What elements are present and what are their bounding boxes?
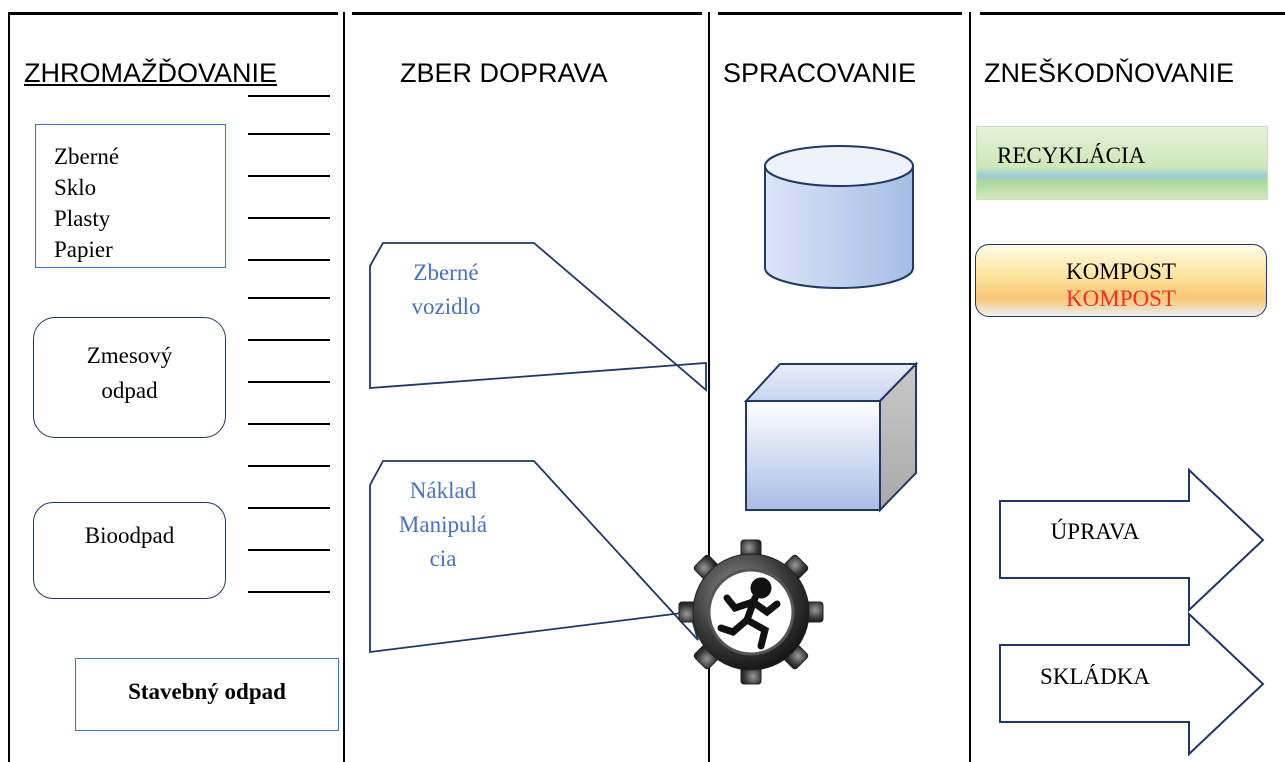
header-disposal: ZNEŠKODŇOVANIE xyxy=(984,58,1235,88)
cost-callout-text: Náklad Manipulá cia xyxy=(378,474,508,576)
treatment-arrow-shape xyxy=(999,467,1265,613)
top-rule-2 xyxy=(352,12,702,15)
top-rule-3 xyxy=(718,12,962,15)
cylinder-icon xyxy=(764,145,914,289)
column-divider-3 xyxy=(969,12,971,762)
construction-waste-label: Stavebný odpad xyxy=(128,679,286,704)
biowaste-box: Bioodpad xyxy=(33,502,226,599)
vehicle-line-2: vozidlo xyxy=(411,294,481,319)
cube-icon xyxy=(743,361,919,513)
cost-line-2: Manipulá xyxy=(398,512,488,537)
note-line xyxy=(248,549,330,551)
header-processing: SPRACOVANIE xyxy=(723,58,917,88)
landfill-label: SKLÁDKA xyxy=(1040,664,1150,689)
note-line xyxy=(248,507,330,509)
note-line xyxy=(248,381,330,383)
recyclables-box: Zberné Sklo Plasty Papier xyxy=(35,124,226,268)
vehicle-line-1: Zberné xyxy=(413,260,479,285)
construction-waste-box: Stavebný odpad xyxy=(75,658,339,731)
compost-label-shadow: KOMPOST xyxy=(1066,286,1176,311)
note-line xyxy=(248,297,330,299)
vehicle-callout-shape xyxy=(369,242,707,392)
recyclables-line-1: Zberné xyxy=(54,144,120,169)
landfill-arrow-shape xyxy=(999,611,1265,757)
column-divider-left xyxy=(8,12,10,762)
mixed-waste-box: Zmesový odpad xyxy=(33,317,226,438)
header-transport: ZBER DOPRAVA xyxy=(400,58,608,88)
note-line xyxy=(248,465,330,467)
treatment-label: ÚPRAVA xyxy=(1050,519,1140,544)
recyclables-line-2: Sklo xyxy=(54,175,97,200)
note-line xyxy=(248,339,330,341)
note-line xyxy=(248,175,330,177)
top-rule-4 xyxy=(980,12,1285,15)
note-line xyxy=(248,259,330,261)
cost-line-3: cia xyxy=(429,546,457,571)
mixed-waste-line-2: odpad xyxy=(101,378,158,403)
mixed-waste-line-1: Zmesový xyxy=(86,343,173,368)
recyclables-line-3: Plasty xyxy=(54,206,111,231)
note-line xyxy=(248,133,330,135)
gear-runner-icon xyxy=(678,539,824,685)
cost-line-1: Náklad xyxy=(409,478,477,503)
note-line xyxy=(248,217,330,219)
note-line xyxy=(248,591,330,593)
cost-callout-shape xyxy=(369,460,699,654)
note-line xyxy=(248,95,330,97)
recyclables-line-4: Papier xyxy=(54,237,113,262)
header-collection: ZHROMAŽĎOVANIE xyxy=(24,58,278,88)
recycling-box: RECYKLÁCIA xyxy=(976,126,1268,200)
column-divider-2 xyxy=(708,12,710,762)
biowaste-label: Bioodpad xyxy=(84,523,175,548)
vehicle-callout-text: Zberné vozidlo xyxy=(386,256,506,324)
top-rule-1 xyxy=(8,12,338,15)
note-line xyxy=(248,423,330,425)
column-divider-1 xyxy=(343,12,345,762)
compost-label: KOMPOST xyxy=(1066,259,1176,284)
recycling-label: RECYKLÁCIA xyxy=(997,143,1146,168)
compost-box: KOMPOST KOMPOST xyxy=(975,244,1267,317)
